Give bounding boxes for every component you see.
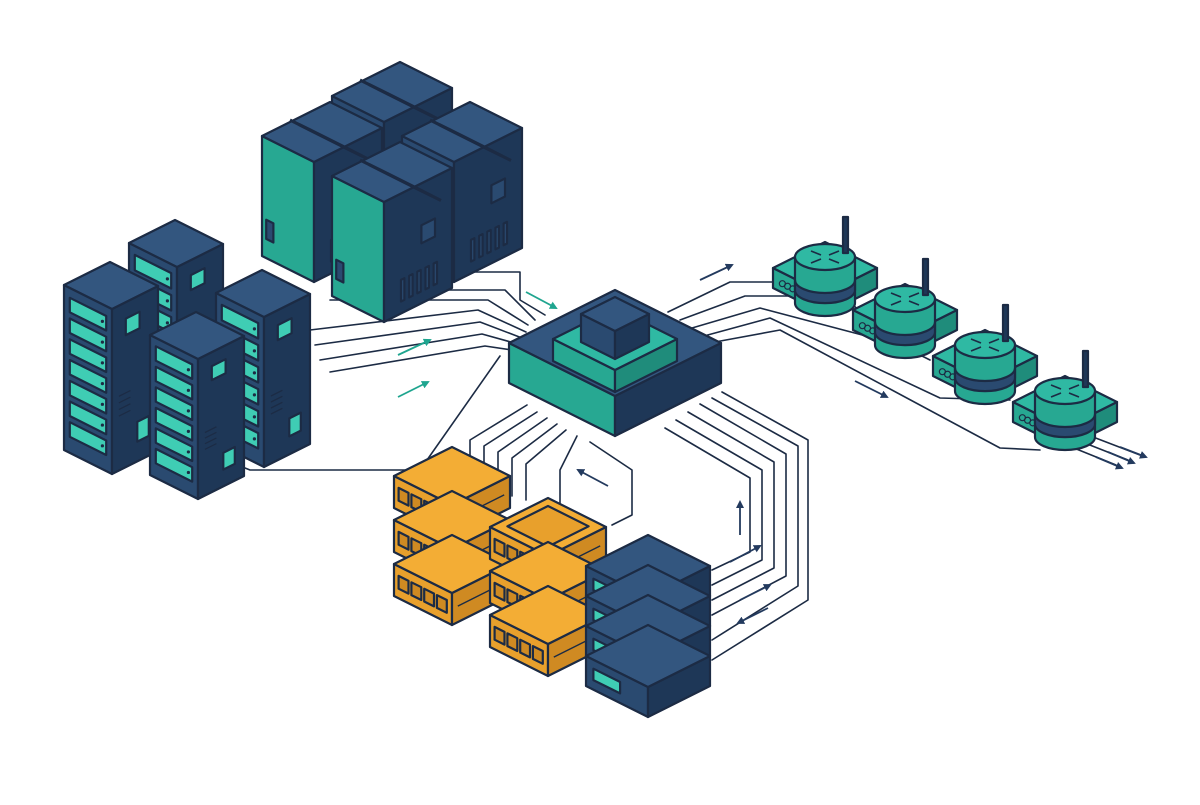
flow-arrows: [397, 263, 1148, 624]
drive-bay: [220, 303, 260, 340]
router-row: [771, 215, 1119, 452]
wire-racks-hub: [329, 345, 513, 373]
flow-arrow: [397, 338, 432, 356]
drive-bay: [68, 296, 108, 332]
drive-bay: [154, 386, 194, 422]
wire-racks-hub: [319, 333, 519, 361]
router-icon: [1011, 349, 1119, 452]
drive-bay: [133, 253, 173, 290]
wire-racks-hub: [314, 321, 523, 346]
flow-arrow: [525, 291, 558, 309]
storage-cluster: [392, 445, 608, 678]
status-panel: [592, 667, 622, 695]
flow-arrow: [397, 381, 430, 398]
drive-bay: [154, 447, 194, 483]
flow-arrow: [739, 584, 772, 601]
wire-server-hub: [711, 391, 809, 661]
drive-bay: [68, 421, 108, 457]
wire-server-hub: [687, 411, 775, 601]
wire-storage-hub: [589, 441, 633, 526]
wire-storage-hub: [525, 429, 567, 501]
server-rack: [62, 260, 160, 476]
drive-bay: [68, 400, 108, 436]
flow-arrow: [736, 607, 769, 624]
flow-arrow: [1119, 446, 1148, 459]
wire-storage-hub: [559, 435, 578, 506]
drive-bay: [154, 365, 194, 401]
drive-bay: [68, 317, 108, 353]
server-slab: [584, 623, 712, 719]
router-icon: [931, 303, 1039, 406]
left-rack-cluster: [62, 218, 312, 501]
bottom-server-stack: [584, 533, 712, 719]
server-rack: [148, 310, 246, 501]
core-hub: [507, 288, 723, 438]
drive-bay: [68, 338, 108, 374]
drive-bay: [154, 345, 194, 380]
server-cabinet: [330, 140, 454, 324]
router-icon: [771, 215, 879, 318]
wire-server-hub: [675, 419, 763, 586]
drive-bay: [154, 406, 194, 442]
flow-arrow: [699, 263, 734, 281]
drive-bay: [154, 427, 194, 463]
flow-arrow: [1107, 451, 1136, 465]
wire-hub-routers: [714, 329, 1041, 451]
wire-cabinets-hub: [469, 271, 546, 316]
hub-top: [579, 295, 651, 361]
flow-arrow: [854, 380, 889, 398]
drive-bay: [68, 379, 108, 415]
core-switch-icon: [507, 288, 723, 438]
storage-unit: [488, 496, 608, 590]
wire-hub-routers: [667, 281, 781, 313]
flow-arrow: [729, 545, 762, 563]
wire-server-hub: [711, 397, 799, 641]
flow-arrow: [1095, 456, 1124, 470]
router-icon: [851, 257, 959, 360]
wire-racks-hub: [309, 309, 527, 333]
flow-arrow: [576, 469, 609, 487]
wire-storage-hub: [511, 423, 558, 497]
top-cabinet-cluster: [260, 60, 524, 324]
drive-bay: [68, 358, 108, 394]
